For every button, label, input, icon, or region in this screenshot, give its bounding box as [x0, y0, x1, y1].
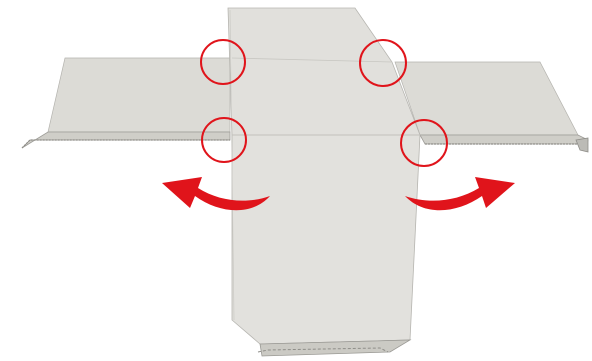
fold-line-upper	[231, 57, 393, 63]
panel-left-crease	[229, 9, 235, 321]
highlight-circle-icon	[201, 117, 247, 163]
fold-arrows	[162, 177, 515, 211]
center-panel	[227, 7, 421, 357]
fold-joint-highlights	[200, 39, 448, 167]
center-panel-foot-edge	[257, 347, 389, 353]
curved-fold-arrow-icon-left	[162, 177, 270, 211]
right-flap	[394, 61, 589, 153]
left-flap-serrated-edge	[21, 139, 230, 149]
highlight-circle-icon	[200, 39, 246, 85]
left-flap	[21, 57, 231, 149]
right-flap-top-face	[394, 61, 579, 136]
right-flap-front-edge	[419, 134, 589, 151]
right-flap-end-tab	[575, 137, 589, 153]
highlight-circle-icon	[400, 119, 448, 167]
highlight-circle-icon	[359, 39, 407, 87]
center-panel-foot	[259, 339, 412, 357]
center-panel-lower	[231, 134, 421, 345]
center-panel-upper	[227, 7, 421, 136]
curved-fold-arrow-icon-right	[405, 177, 515, 211]
